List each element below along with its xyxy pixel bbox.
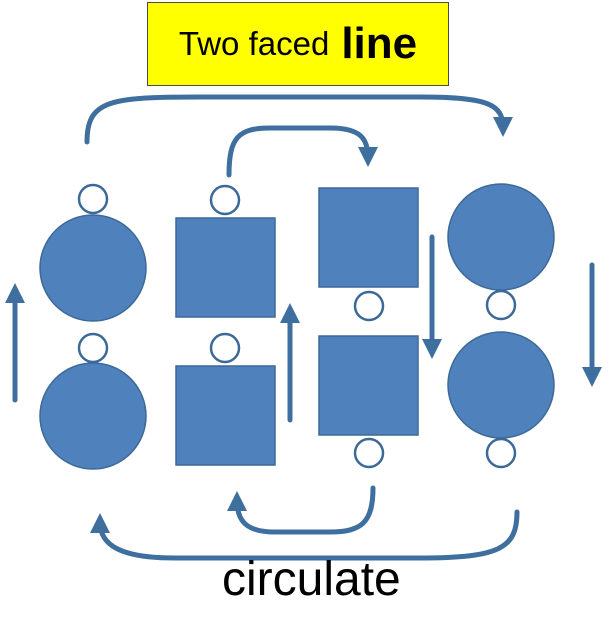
facing-indicators	[77, 183, 517, 469]
dancer-circle-4	[447, 331, 555, 439]
dancer-circle-1	[39, 214, 147, 322]
caption-circulate: circulate	[222, 553, 401, 606]
dancers	[39, 183, 555, 470]
facing-indicator-4	[209, 332, 241, 364]
title-box: Two faced line	[147, 2, 449, 86]
dancer-square-2	[175, 365, 276, 466]
dancer-square-4	[318, 335, 419, 436]
dancer-square-1	[175, 217, 276, 318]
outer-bottom-curved-arrow	[90, 509, 520, 561]
facing-indicator-2	[77, 332, 109, 364]
title-bold-text: line	[341, 19, 418, 68]
facing-indicator-5	[353, 290, 385, 322]
facing-indicator-1	[77, 183, 109, 215]
facing-indicator-8	[485, 437, 517, 469]
facing-indicator-3	[209, 184, 241, 216]
dancer-circle-3	[447, 183, 555, 291]
facing-indicator-6	[353, 437, 385, 469]
dancer-circle-2	[39, 362, 147, 470]
facing-indicator-7	[485, 289, 517, 321]
outer-top-curved-arrow	[84, 94, 513, 145]
inner-bottom-curved-arrow	[227, 485, 376, 535]
arrows	[5, 94, 602, 561]
inner-top-curved-arrow	[226, 125, 378, 178]
title-normal-text: Two faced	[178, 25, 330, 62]
dancer-square-3	[318, 187, 419, 288]
